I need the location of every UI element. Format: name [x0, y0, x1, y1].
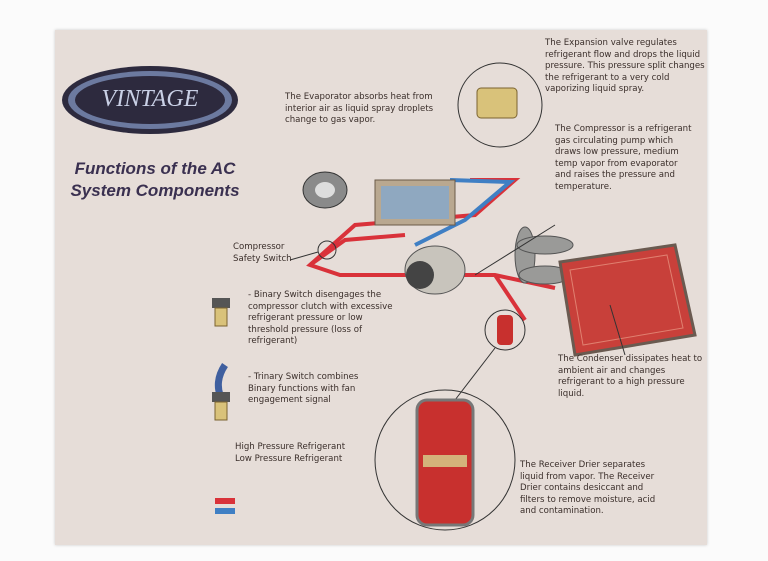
legend-high-label: High Pressure Refrigerant — [235, 442, 346, 452]
page-title: Functions of the AC System Components — [70, 159, 240, 200]
receiver-drier-callout — [374, 389, 516, 531]
evaporator-label: The Evaporator absorbs heat from interio… — [285, 92, 434, 126]
svg-text:VINTAGE: VINTAGE — [102, 86, 199, 112]
ac-diagram-poster: VINTAGE — [55, 30, 707, 545]
compressor — [404, 245, 466, 295]
binary-switch-icon — [212, 298, 230, 327]
expansion-valve — [476, 87, 518, 119]
safety-switch-label: Compressor Safety Switch — [233, 242, 292, 264]
compressor-label: The Compressor is a refrigerant gas circ… — [555, 124, 692, 192]
trinary-switch-label: - Trinary Switch combines Binary functio… — [248, 372, 359, 406]
expansion-valve-label: The Expansion valve regulates refrigeran… — [545, 38, 705, 95]
expansion-valve-callout — [457, 62, 543, 148]
condenser — [558, 243, 697, 357]
binary-switch-label: - Binary Switch disengages the compresso… — [248, 290, 393, 347]
condenser-label: The Condenser dissipates heat to ambient… — [558, 354, 703, 399]
evaporator — [302, 171, 456, 226]
receiver-drier-label: The Receiver Drier separates liquid from… — [520, 460, 656, 517]
vintage-air-logo: VINTAGE — [62, 66, 238, 134]
legend-low-label: Low Pressure Refrigerant — [235, 454, 343, 464]
safety-switch-callout — [317, 240, 337, 260]
system-diagram: VINTAGE — [62, 62, 697, 531]
receiver-drier-small — [497, 315, 513, 345]
legend-low-swatch — [215, 508, 235, 514]
legend-high-swatch — [215, 498, 235, 504]
trinary-switch-icon — [212, 363, 230, 421]
